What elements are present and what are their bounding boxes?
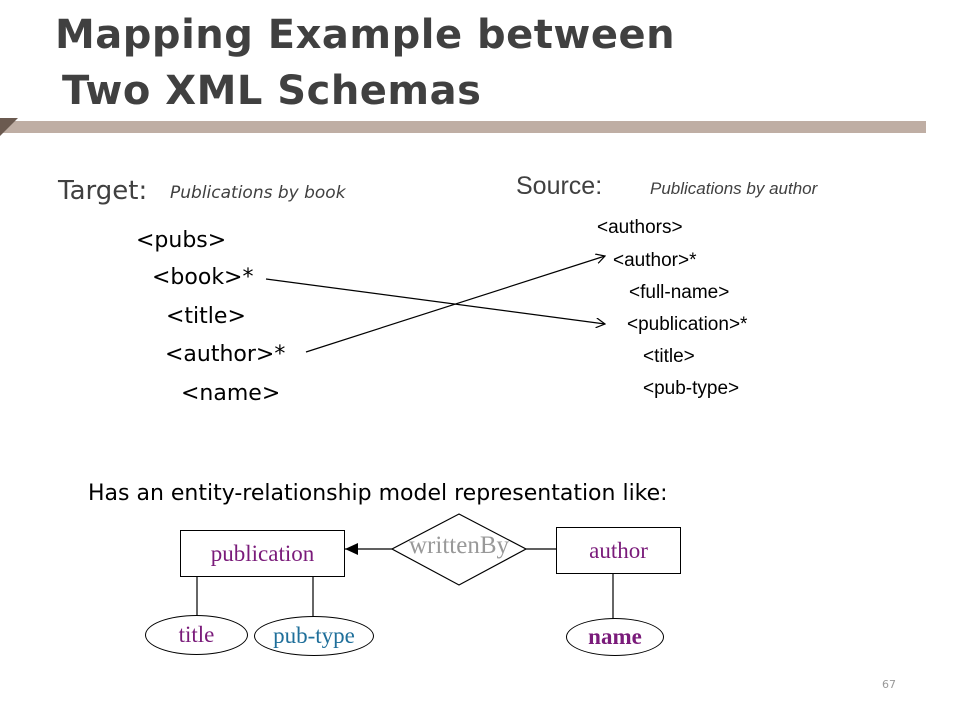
title-rule-accent xyxy=(0,118,18,136)
target-element-tag: <author> xyxy=(165,342,275,367)
target-element-tag: <book> xyxy=(152,265,243,290)
title-rule xyxy=(0,121,926,133)
source-element-tag: <title> xyxy=(643,346,695,367)
target-element-star: * xyxy=(274,342,286,367)
target-element-star: * xyxy=(242,265,254,290)
source-element-pub-type: <pub-type> xyxy=(643,378,739,400)
target-element-book: <book>* xyxy=(152,265,254,290)
target-element-tag: <pubs> xyxy=(136,228,227,253)
page-number: 67 xyxy=(882,678,896,691)
target-subtitle: Publications by book xyxy=(170,183,346,203)
er-caption: Has an entity-relationship model represe… xyxy=(88,481,668,506)
source-subtitle: Publications by author xyxy=(650,179,818,198)
target-label: Target: xyxy=(58,176,148,206)
relationship-diamond xyxy=(390,513,528,586)
attribute-name: name xyxy=(566,618,664,656)
source-element-full-name: <full-name> xyxy=(629,282,729,304)
source-element-tag: <author> xyxy=(613,250,690,271)
slide-title-line1: Mapping Example between xyxy=(55,12,676,58)
slide-title-line2: Two XML Schemas xyxy=(62,68,482,114)
target-element-tag: <name> xyxy=(181,381,281,406)
entity-author: author xyxy=(556,527,681,574)
mapping-arrow-author-to-author xyxy=(305,256,605,353)
source-element-publication: <publication>* xyxy=(627,314,747,336)
source-element-tag: <authors> xyxy=(597,217,683,238)
source-element-tag: <publication> xyxy=(627,314,741,335)
entity-publication: publication xyxy=(180,530,345,577)
source-element-tag: <pub-type> xyxy=(643,378,740,399)
attribute-pub-type: pub-type xyxy=(254,616,374,656)
mapping-arrow-book-to-publication xyxy=(265,278,605,324)
attribute-title: title xyxy=(145,615,248,655)
source-element-title: <title> xyxy=(643,346,695,368)
target-element-author: <author>* xyxy=(165,342,285,367)
source-element-star: * xyxy=(740,314,748,335)
target-element-name: <name> xyxy=(181,381,280,406)
source-element-tag: <full-name> xyxy=(629,282,730,303)
target-element-pubs: <pubs> xyxy=(136,228,226,253)
relationship-label: writtenBy xyxy=(409,532,509,559)
source-element-authors: <authors> xyxy=(597,217,683,239)
source-element-author: <author>* xyxy=(613,250,696,272)
source-label: Source: xyxy=(516,172,603,200)
target-element-title: <title> xyxy=(166,304,246,329)
source-element-star: * xyxy=(689,250,697,271)
target-element-tag: <title> xyxy=(166,304,246,329)
